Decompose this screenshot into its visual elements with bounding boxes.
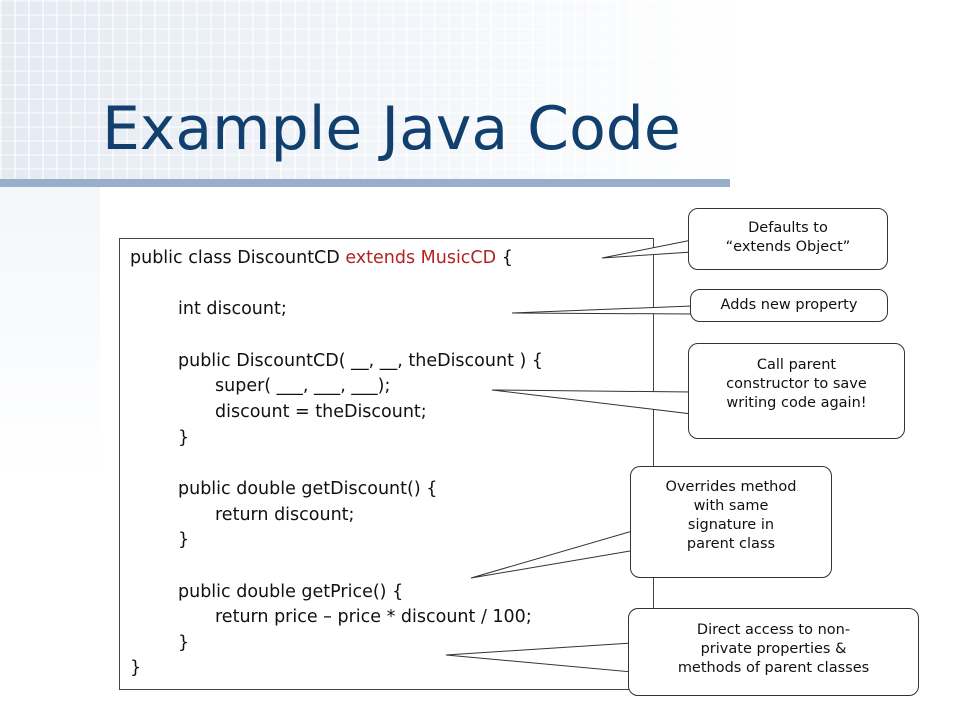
code-line-getdiscount: public double getDiscount() { (178, 479, 438, 499)
callout-overrides-method: Overrides method with same signature in … (630, 466, 832, 578)
code-line-constructor: public DiscountCD( __, __, theDiscount )… (178, 351, 544, 371)
callout-text: writing code again! (726, 395, 867, 411)
callout-text: methods of parent classes (677, 660, 870, 676)
callout-text: Overrides method (665, 479, 797, 495)
code-line-close-brace: } (178, 633, 190, 653)
code-line-return-price: return price – price * discount / 100; (215, 607, 532, 627)
callout-text: Defaults to (748, 220, 828, 236)
callout-text: Direct access to non- (696, 622, 851, 638)
callout-text: “extends Object” (725, 239, 851, 255)
background-grid (0, 0, 745, 180)
code-line-field: int discount; (178, 299, 287, 319)
code-line-super-call: super( ___, ___, ___); (215, 376, 391, 396)
code-text: public class DiscountCD (130, 248, 346, 268)
callout-defaults-to: Defaults to “extends Object” (688, 208, 888, 270)
code-keyword-extends: extends MusicCD (345, 248, 497, 268)
callout-text: Adds new property (720, 297, 858, 313)
code-line-class-decl: public class DiscountCD extends MusicCD … (130, 248, 513, 268)
code-line-class-close: } (130, 658, 142, 678)
callout-call-parent-constructor: Call parent constructor to save writing … (688, 343, 905, 439)
callout-text: parent class (686, 536, 776, 552)
callout-adds-new-property: Adds new property (690, 289, 888, 322)
background-left-stripe (0, 180, 100, 720)
code-text: { (496, 248, 513, 268)
slide-title: Example Java Code (102, 94, 681, 164)
title-underline-bar (0, 179, 730, 187)
callout-text: private properties & (700, 641, 847, 657)
code-line-assign: discount = theDiscount; (215, 402, 427, 422)
code-line-return-discount: return discount; (215, 505, 355, 525)
callout-text: constructor to save (726, 376, 867, 392)
callout-direct-access: Direct access to non- private properties… (628, 608, 919, 696)
code-line-close-brace: } (178, 530, 190, 550)
callout-text: signature in (687, 517, 775, 533)
callout-text: with same (693, 498, 769, 514)
callout-text: Call parent (756, 357, 837, 373)
code-line-getprice: public double getPrice() { (178, 582, 404, 602)
code-line-close-brace: } (178, 428, 190, 448)
